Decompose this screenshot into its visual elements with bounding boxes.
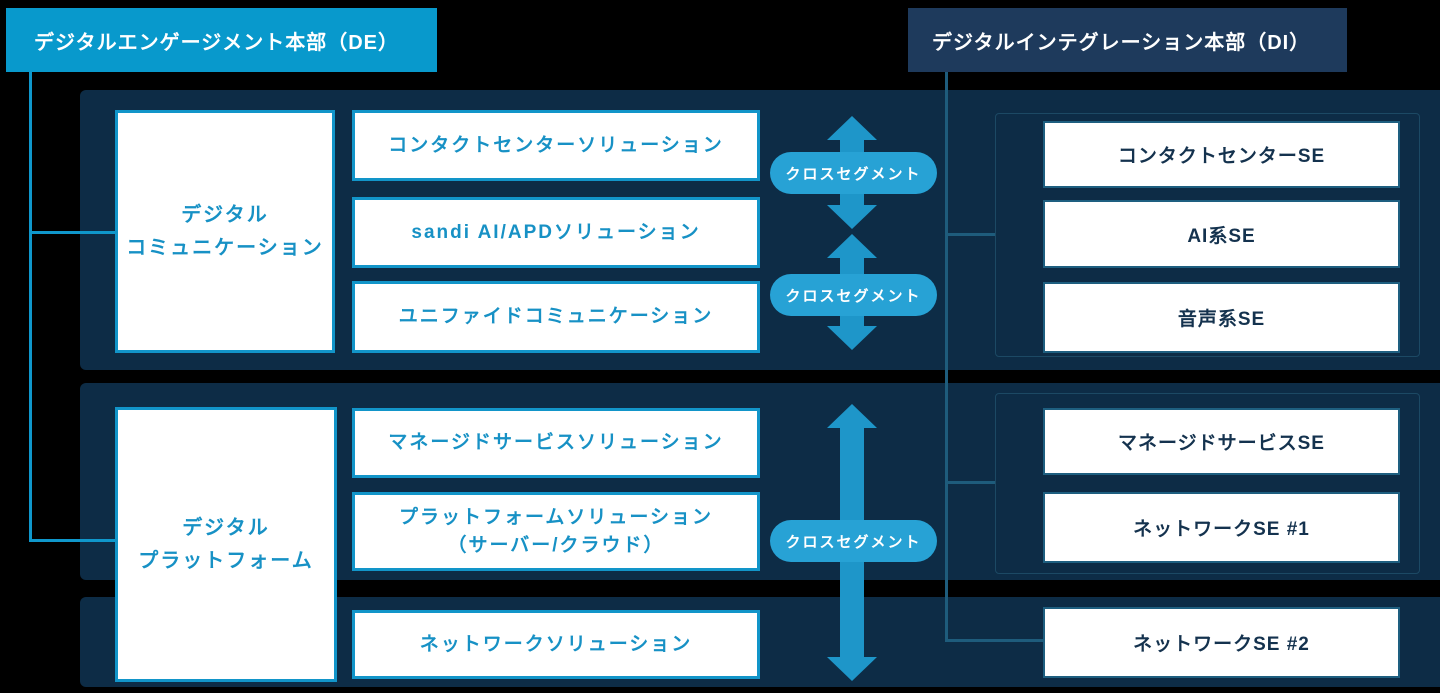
de-connector-branch-communication (29, 231, 117, 234)
di-connector-branch-1 (947, 233, 995, 236)
se-box-voice: 音声系SE (1043, 282, 1400, 353)
solution-box-network: ネットワークソリューション (352, 610, 760, 679)
se-box-managed-service: マネージドサービスSE (1043, 408, 1400, 475)
cross-segment-pill-2: クロスセグメント (770, 274, 937, 316)
header-de-division: デジタルエンゲージメント本部（DE） (6, 8, 437, 72)
solution-label-line: プラットフォームソリューション (398, 506, 714, 528)
solution-box-sandi-ai-apd: sandi AI/APDソリューション (352, 197, 760, 268)
solution-box-contact-center: コンタクトセンターソリューション (352, 110, 760, 181)
di-subpanel-outline-top (995, 113, 1420, 357)
di-connector-branch-2 (947, 481, 995, 484)
solution-box-platform: プラットフォームソリューション （サーバー/クラウド） (352, 492, 760, 571)
de-connector-branch-platform (29, 539, 117, 542)
group-label-line: デジタル (182, 516, 270, 539)
group-box-digital-communication: デジタル コミュニケーション (115, 110, 335, 353)
header-di-division: デジタルインテグレーション本部（DI） (908, 8, 1347, 72)
se-box-network-2: ネットワークSE #2 (1043, 607, 1400, 678)
solution-box-managed-service: マネージドサービスソリューション (352, 408, 760, 478)
se-box-ai: AI系SE (1043, 200, 1400, 268)
de-connector-vertical (29, 72, 32, 542)
solution-label-line: （サーバー/クラウド） (447, 534, 665, 556)
group-box-digital-platform: デジタル プラットフォーム (115, 407, 337, 682)
solution-box-unified-communication: ユニファイドコミュニケーション (352, 281, 760, 353)
group-label-line: コミュニケーション (126, 236, 324, 259)
di-subpanel-outline-bottom (995, 393, 1420, 574)
group-label-line: プラットフォーム (138, 549, 314, 572)
se-box-network-1: ネットワークSE #1 (1043, 492, 1400, 563)
group-label-line: デジタル (181, 203, 269, 226)
cross-segment-pill-1: クロスセグメント (770, 152, 937, 194)
di-connector-vertical (945, 72, 948, 642)
se-box-contact-center: コンタクトセンターSE (1043, 121, 1400, 188)
cross-segment-pill-3: クロスセグメント (770, 520, 937, 562)
di-connector-branch-3 (947, 639, 1043, 642)
